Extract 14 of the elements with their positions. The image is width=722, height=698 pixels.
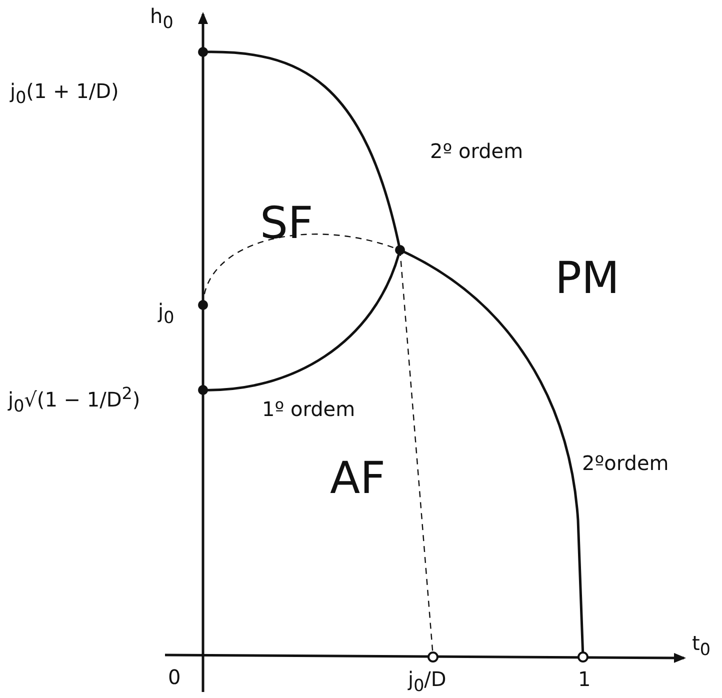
tick-label: j$_{0}$√(1 − 1/D$^{2}$) [8,385,140,416]
phase-label: AF [330,455,386,504]
tick-label: 1 [578,668,591,690]
curve-label: 2º ordem [430,140,524,162]
axis-label: h$_{0}$ [150,5,174,32]
tick-label: j$_{0}$(1 + 1/D) [10,80,119,108]
phase-label: SF [260,200,314,248]
phase-label: PM [555,255,620,304]
curve-label: 1º ordem [262,398,356,420]
axis-label: t$_{0}$ [692,632,710,660]
curve-label: 2ºordem [582,452,669,474]
tick-label: j$_{0}$/D [408,668,446,696]
tick-label: 0 [168,666,181,688]
tick-label: j$_{0}$ [158,300,174,328]
